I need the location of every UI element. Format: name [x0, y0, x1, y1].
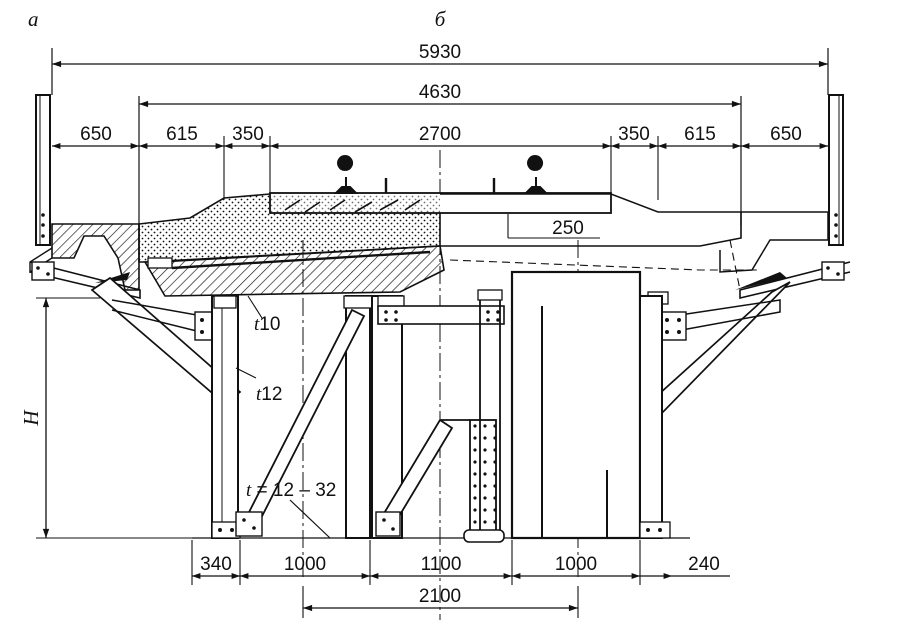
- dim-left-615: 615: [166, 124, 198, 145]
- view-label-b: б: [435, 7, 447, 31]
- dim-overall: 5930: [419, 42, 461, 63]
- dim-right-650: 650: [770, 124, 802, 145]
- dim-left-350: 350: [232, 124, 264, 145]
- thickness-range: t = 12 – 32: [246, 480, 336, 501]
- dim-bottom-2100: 2100: [419, 586, 461, 607]
- dimension-lines: [36, 48, 829, 618]
- view-labels: а б H: [19, 7, 447, 427]
- dimension-labels: 5930 4630 650 615 350 2700 350 615 650 2…: [80, 42, 802, 607]
- view-label-a: а: [28, 7, 39, 31]
- dim-bottom-1000-left: 1000: [284, 554, 326, 575]
- dim-right-350: 350: [618, 124, 650, 145]
- thickness-labels: t10 t12 t = 12 – 32: [246, 314, 336, 501]
- dim-bottom-240: 240: [688, 554, 720, 575]
- dim-offset-250: 250: [552, 218, 584, 239]
- dim-right-615: 615: [684, 124, 716, 145]
- dim-bottom-340: 340: [200, 554, 232, 575]
- pier-structure: [29, 261, 851, 543]
- thickness-t12: t12: [256, 384, 282, 405]
- height-label: H: [19, 409, 43, 427]
- deck-section: [29, 94, 844, 297]
- thickness-t10: t10: [254, 314, 280, 335]
- dim-bottom-1000-right: 1000: [555, 554, 597, 575]
- dim-bottom-1100: 1100: [421, 554, 462, 575]
- dim-center-2700: 2700: [419, 124, 461, 145]
- dim-left-650: 650: [80, 124, 112, 145]
- dim-inner: 4630: [419, 82, 461, 103]
